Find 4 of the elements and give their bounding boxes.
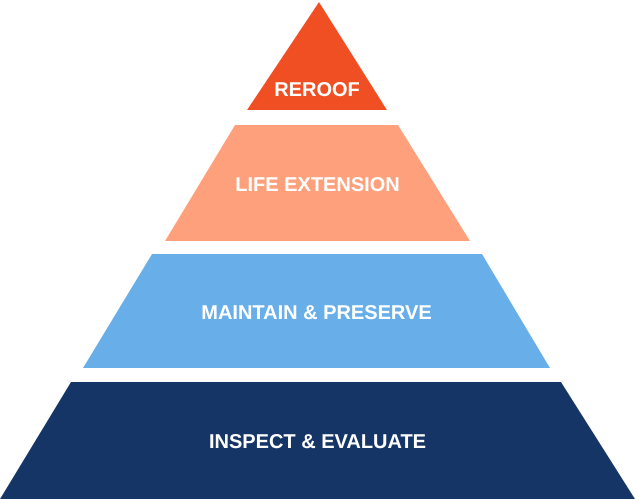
tier-label: LIFE EXTENSION: [235, 173, 400, 197]
tier-label: INSPECT & EVALUATE: [208, 430, 426, 454]
tier-label: MAINTAIN & PRESERVE: [201, 301, 432, 325]
tier-label: REROOF: [274, 78, 360, 102]
